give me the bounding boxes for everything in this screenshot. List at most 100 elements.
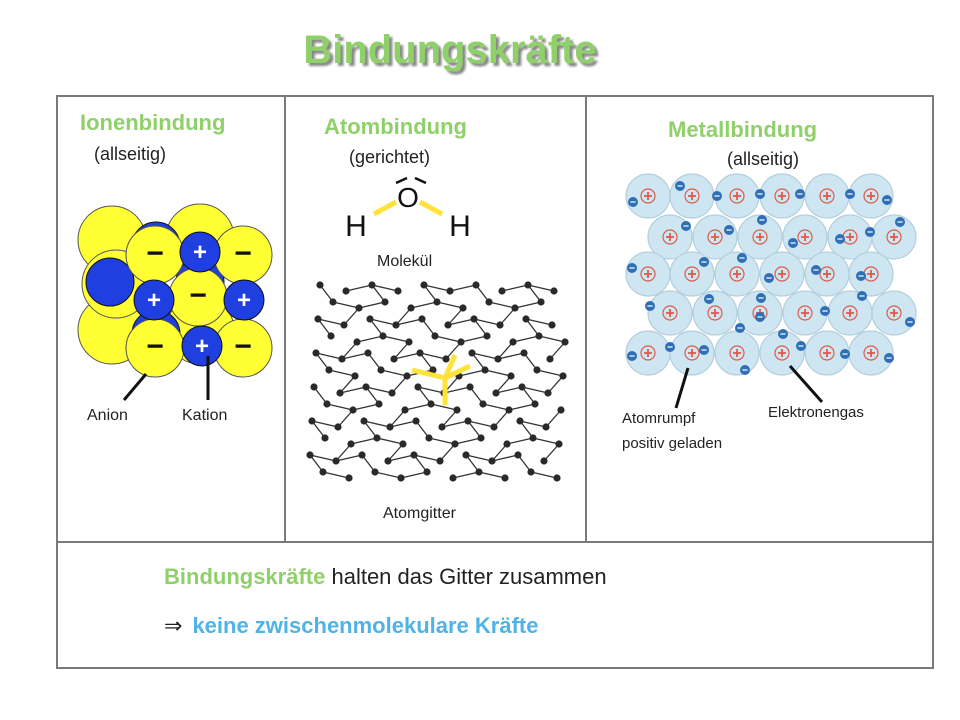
kation-label: Kation bbox=[182, 407, 228, 424]
lattice-atom bbox=[507, 372, 515, 380]
positive-core-icon bbox=[684, 188, 700, 204]
lattice-atom bbox=[438, 423, 446, 431]
positive-core-icon bbox=[774, 188, 790, 204]
positive-core-icon bbox=[707, 305, 723, 321]
lattice-atom bbox=[557, 406, 565, 414]
lattice-atom bbox=[529, 434, 537, 442]
lattice-atom bbox=[503, 440, 511, 448]
positive-core-icon bbox=[662, 229, 678, 245]
lattice-atom bbox=[401, 406, 409, 414]
lattice-atom bbox=[371, 468, 379, 476]
lattice-atom bbox=[334, 423, 342, 431]
cation-ion bbox=[223, 279, 265, 321]
lattice-atom bbox=[485, 298, 493, 306]
lattice-atom bbox=[442, 355, 450, 363]
atomgitter-label: Atomgitter bbox=[383, 505, 456, 522]
summary-rest: halten das Gitter zusammen bbox=[325, 564, 607, 589]
lattice-atom bbox=[414, 383, 422, 391]
anion-symbol: − bbox=[146, 237, 164, 270]
lattice-atom bbox=[332, 457, 340, 465]
lattice-atom bbox=[444, 321, 452, 329]
lattice-atom bbox=[377, 366, 385, 374]
lattice-atom bbox=[481, 366, 489, 374]
ionenbindung-subtitle: (allseitig) bbox=[94, 144, 167, 164]
hydrogen-atom: H bbox=[345, 210, 367, 243]
lattice-atom bbox=[457, 338, 465, 346]
lattice-atom bbox=[329, 298, 337, 306]
lattice-atom bbox=[412, 417, 420, 425]
cation-ion bbox=[179, 231, 221, 273]
cation-symbol: + bbox=[193, 239, 207, 266]
implies-arrow: ⇒ bbox=[164, 613, 183, 638]
lattice-atom bbox=[490, 423, 498, 431]
atomrumpf-label: Atomrumpf bbox=[622, 410, 696, 427]
lattice-atom bbox=[464, 417, 472, 425]
summary-line-1: Bindungskräfte halten das Gitter zusamme… bbox=[164, 564, 607, 590]
lattice-atom bbox=[358, 451, 366, 459]
positive-core-icon bbox=[662, 305, 678, 321]
anion-symbol: − bbox=[189, 279, 207, 312]
lattice-atom bbox=[308, 417, 316, 425]
lattice-atom bbox=[537, 298, 545, 306]
column-divider bbox=[585, 95, 587, 543]
lattice-atom bbox=[535, 332, 543, 340]
lattice-atom bbox=[449, 474, 457, 482]
lattice-atom bbox=[388, 389, 396, 397]
lattice-atom bbox=[319, 468, 327, 476]
lattice-atom bbox=[527, 468, 535, 476]
positive-core-icon bbox=[819, 188, 835, 204]
lattice-atom bbox=[511, 304, 519, 312]
anion-symbol: − bbox=[234, 237, 252, 270]
column-divider bbox=[284, 95, 286, 543]
lattice-atom bbox=[416, 349, 424, 357]
lattice-atom bbox=[375, 400, 383, 408]
lattice-atom bbox=[544, 389, 552, 397]
lattice-atom bbox=[384, 457, 392, 465]
lattice-atom bbox=[453, 406, 461, 414]
lattice-atom bbox=[310, 383, 318, 391]
cation-symbol: + bbox=[147, 287, 161, 314]
positive-core-icon bbox=[863, 345, 879, 361]
lattice-atom bbox=[399, 440, 407, 448]
positive-core-icon bbox=[863, 188, 879, 204]
lattice-atom bbox=[355, 304, 363, 312]
lattice-atom bbox=[514, 451, 522, 459]
lattice-atom bbox=[522, 315, 530, 323]
anion-symbol: − bbox=[234, 330, 252, 363]
lattice-atom bbox=[518, 383, 526, 391]
lattice-atom bbox=[550, 287, 558, 295]
summary-conclusion: keine zwischenmolekulare Kräfte bbox=[192, 613, 539, 638]
lattice-atom bbox=[425, 434, 433, 442]
molekuel-label: Molekül bbox=[377, 253, 433, 270]
lattice-atom bbox=[336, 389, 344, 397]
cation-symbol: + bbox=[237, 287, 251, 314]
ionenbindung-title: Ionenbindung bbox=[80, 110, 226, 135]
lattice-atom bbox=[397, 474, 405, 482]
lattice-atom bbox=[366, 315, 374, 323]
lattice-atom bbox=[362, 383, 370, 391]
positive-core-icon bbox=[729, 266, 745, 282]
lattice-atom bbox=[524, 281, 532, 289]
lattice-atom bbox=[492, 389, 500, 397]
lattice-atom bbox=[559, 372, 567, 380]
positive-core-icon bbox=[640, 188, 656, 204]
lattice-atom bbox=[420, 281, 428, 289]
lattice-atom bbox=[314, 315, 322, 323]
lattice-atom bbox=[548, 321, 556, 329]
lattice-atom bbox=[347, 440, 355, 448]
lattice-atom bbox=[345, 474, 353, 482]
lattice-atom bbox=[403, 372, 411, 380]
lattice-atom bbox=[368, 281, 376, 289]
lattice-atom bbox=[466, 383, 474, 391]
lattice-atom bbox=[407, 304, 415, 312]
lattice-atom bbox=[479, 400, 487, 408]
lattice-atom bbox=[531, 400, 539, 408]
positive-core-icon bbox=[752, 229, 768, 245]
lattice-atom bbox=[427, 400, 435, 408]
lattice-atom bbox=[488, 457, 496, 465]
lattice-atom bbox=[436, 457, 444, 465]
